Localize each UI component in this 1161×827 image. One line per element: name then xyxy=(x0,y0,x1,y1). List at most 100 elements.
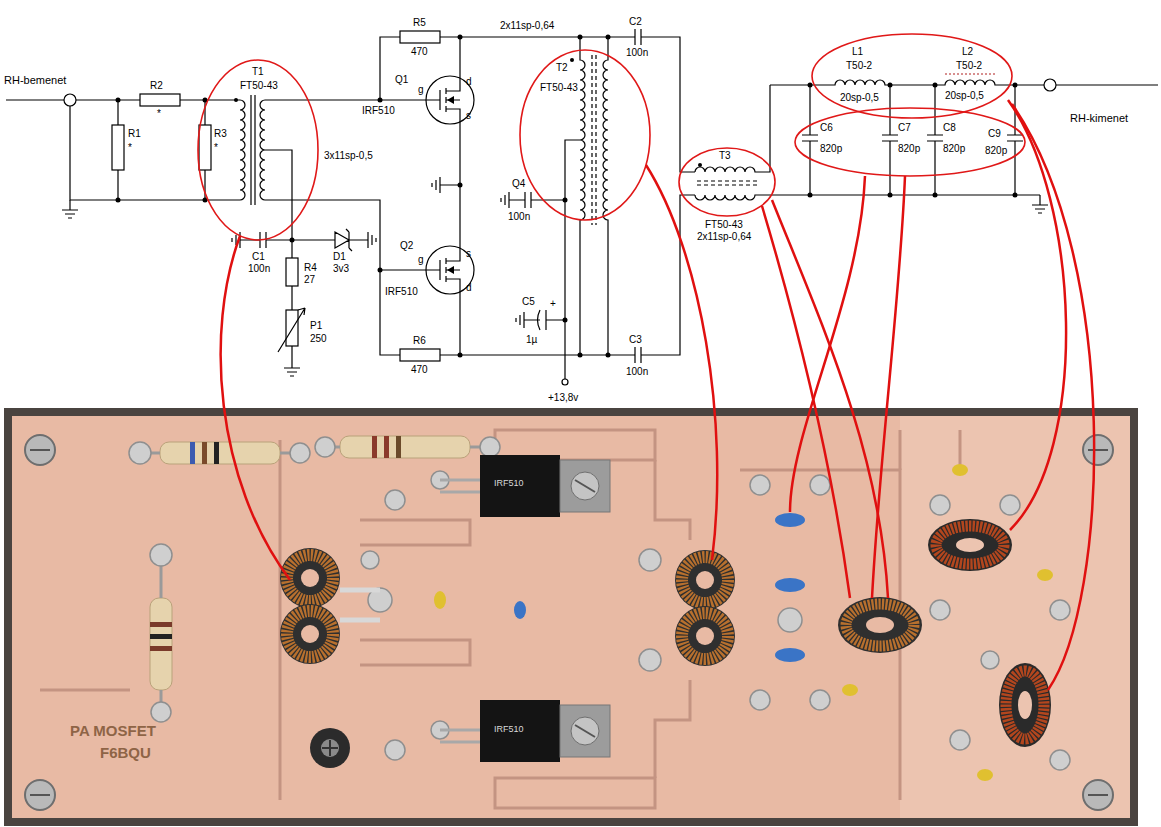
junction-dot xyxy=(606,35,611,40)
schematic-wire xyxy=(927,85,943,195)
junction-dot xyxy=(808,193,813,198)
resistor-photo xyxy=(384,436,389,458)
mosfet-photo xyxy=(480,700,560,762)
junction-dot xyxy=(378,98,383,103)
resistor-photo xyxy=(150,646,172,651)
schematic-wire xyxy=(562,379,568,385)
capacitor-photo xyxy=(775,513,805,527)
board-photo xyxy=(4,408,1138,826)
component-label: 1µ xyxy=(526,334,537,346)
component-label: C6 xyxy=(820,122,833,134)
schematic-wire xyxy=(140,94,180,106)
solder-joint xyxy=(1050,750,1070,770)
component-label: C8 xyxy=(943,122,956,134)
component-label: T50-2 xyxy=(956,60,982,72)
resistor-photo xyxy=(150,634,172,639)
component-label: C1 xyxy=(252,251,265,263)
junction-dot xyxy=(888,193,893,198)
junction-dot xyxy=(458,353,463,358)
schematic-wire xyxy=(580,37,585,355)
junction-dot xyxy=(1013,193,1018,198)
isolation-groove xyxy=(40,689,130,692)
junction-dot xyxy=(888,83,893,88)
component-label: 100n xyxy=(626,47,648,59)
component-label: 470 xyxy=(411,46,428,58)
isolation-groove xyxy=(655,680,690,778)
component-label: R2 xyxy=(150,80,163,92)
component-label: 20sp-0,5 xyxy=(945,90,984,102)
capacitor-photo xyxy=(842,684,858,696)
capacitor-photo xyxy=(1037,569,1053,581)
solder-joint xyxy=(129,442,151,464)
schematic-wire xyxy=(6,99,64,100)
junction-dot xyxy=(378,268,383,273)
resistor-photo xyxy=(140,436,490,708)
component-label: 470 xyxy=(411,364,428,376)
capacitor-photo xyxy=(977,769,993,781)
schematic-wire xyxy=(516,310,565,330)
component-label: R4 xyxy=(304,262,317,274)
solder-joint xyxy=(150,544,172,566)
schematic-wire xyxy=(278,308,305,352)
component-label: R5 xyxy=(413,17,426,29)
component-label: 820p xyxy=(898,143,920,155)
highlight-ellipse xyxy=(812,34,1012,118)
junction-dot xyxy=(563,198,568,203)
solder-joint xyxy=(1050,600,1070,620)
board-text: F6BQU xyxy=(100,744,151,761)
component-label: C5 xyxy=(522,296,535,308)
toroid-photo xyxy=(301,569,319,587)
schematic-wire xyxy=(945,73,995,74)
resistor-photo xyxy=(396,436,401,458)
junction-dot xyxy=(1013,83,1018,88)
schematic-wire xyxy=(603,37,608,355)
toroid-photo xyxy=(675,606,735,666)
schematic-wire xyxy=(199,125,211,170)
mosfet-photo xyxy=(560,705,610,757)
supply-label: +13,8v xyxy=(548,392,578,404)
schematic-wire xyxy=(265,150,292,240)
toroid-photo xyxy=(696,627,714,645)
junction-dot xyxy=(116,35,1018,358)
component-label: Q4 xyxy=(512,178,525,190)
schematic-wire xyxy=(426,76,474,124)
schematic-wire xyxy=(501,192,565,208)
toroid-photo xyxy=(340,590,380,620)
isolation-groove xyxy=(360,640,470,665)
isolation-groove xyxy=(495,778,655,808)
component-label: C7 xyxy=(898,122,911,134)
solder-joint xyxy=(315,437,335,457)
highlight-ellipse xyxy=(795,108,1025,176)
component-label: L2 xyxy=(962,46,973,58)
component-label: R1 xyxy=(128,128,141,140)
toroid-photo xyxy=(928,519,1012,571)
toroid-photo xyxy=(1006,671,1044,739)
trimmer-photo xyxy=(322,740,338,756)
toroid-photo xyxy=(301,625,319,643)
schematic-wire xyxy=(1056,84,1158,85)
schematic-wire xyxy=(62,200,78,218)
component-label: * xyxy=(157,108,161,120)
solder-joint xyxy=(639,549,661,571)
leader-curve xyxy=(772,200,888,598)
schematic-wire xyxy=(400,31,440,43)
component-label: T50-2 xyxy=(846,60,872,72)
toroid-photo xyxy=(682,557,728,603)
resistor-photo xyxy=(150,622,172,627)
solder-joint xyxy=(950,730,970,750)
toroid-photo xyxy=(287,555,333,601)
toroid-photo xyxy=(280,604,340,664)
board-text: IRF510 xyxy=(494,478,524,489)
component-label: IRF510 xyxy=(385,286,418,298)
toroid-photo xyxy=(675,550,735,610)
schematic-wire xyxy=(251,95,255,205)
leader-curve xyxy=(790,176,865,512)
junction-dot xyxy=(578,35,583,40)
schematic-wire xyxy=(432,177,460,193)
resistor-photo xyxy=(150,598,172,690)
schematic-wire xyxy=(112,125,124,170)
junction-dot xyxy=(606,353,611,358)
component-label: D1 xyxy=(333,251,346,263)
junction-dot xyxy=(563,318,568,323)
